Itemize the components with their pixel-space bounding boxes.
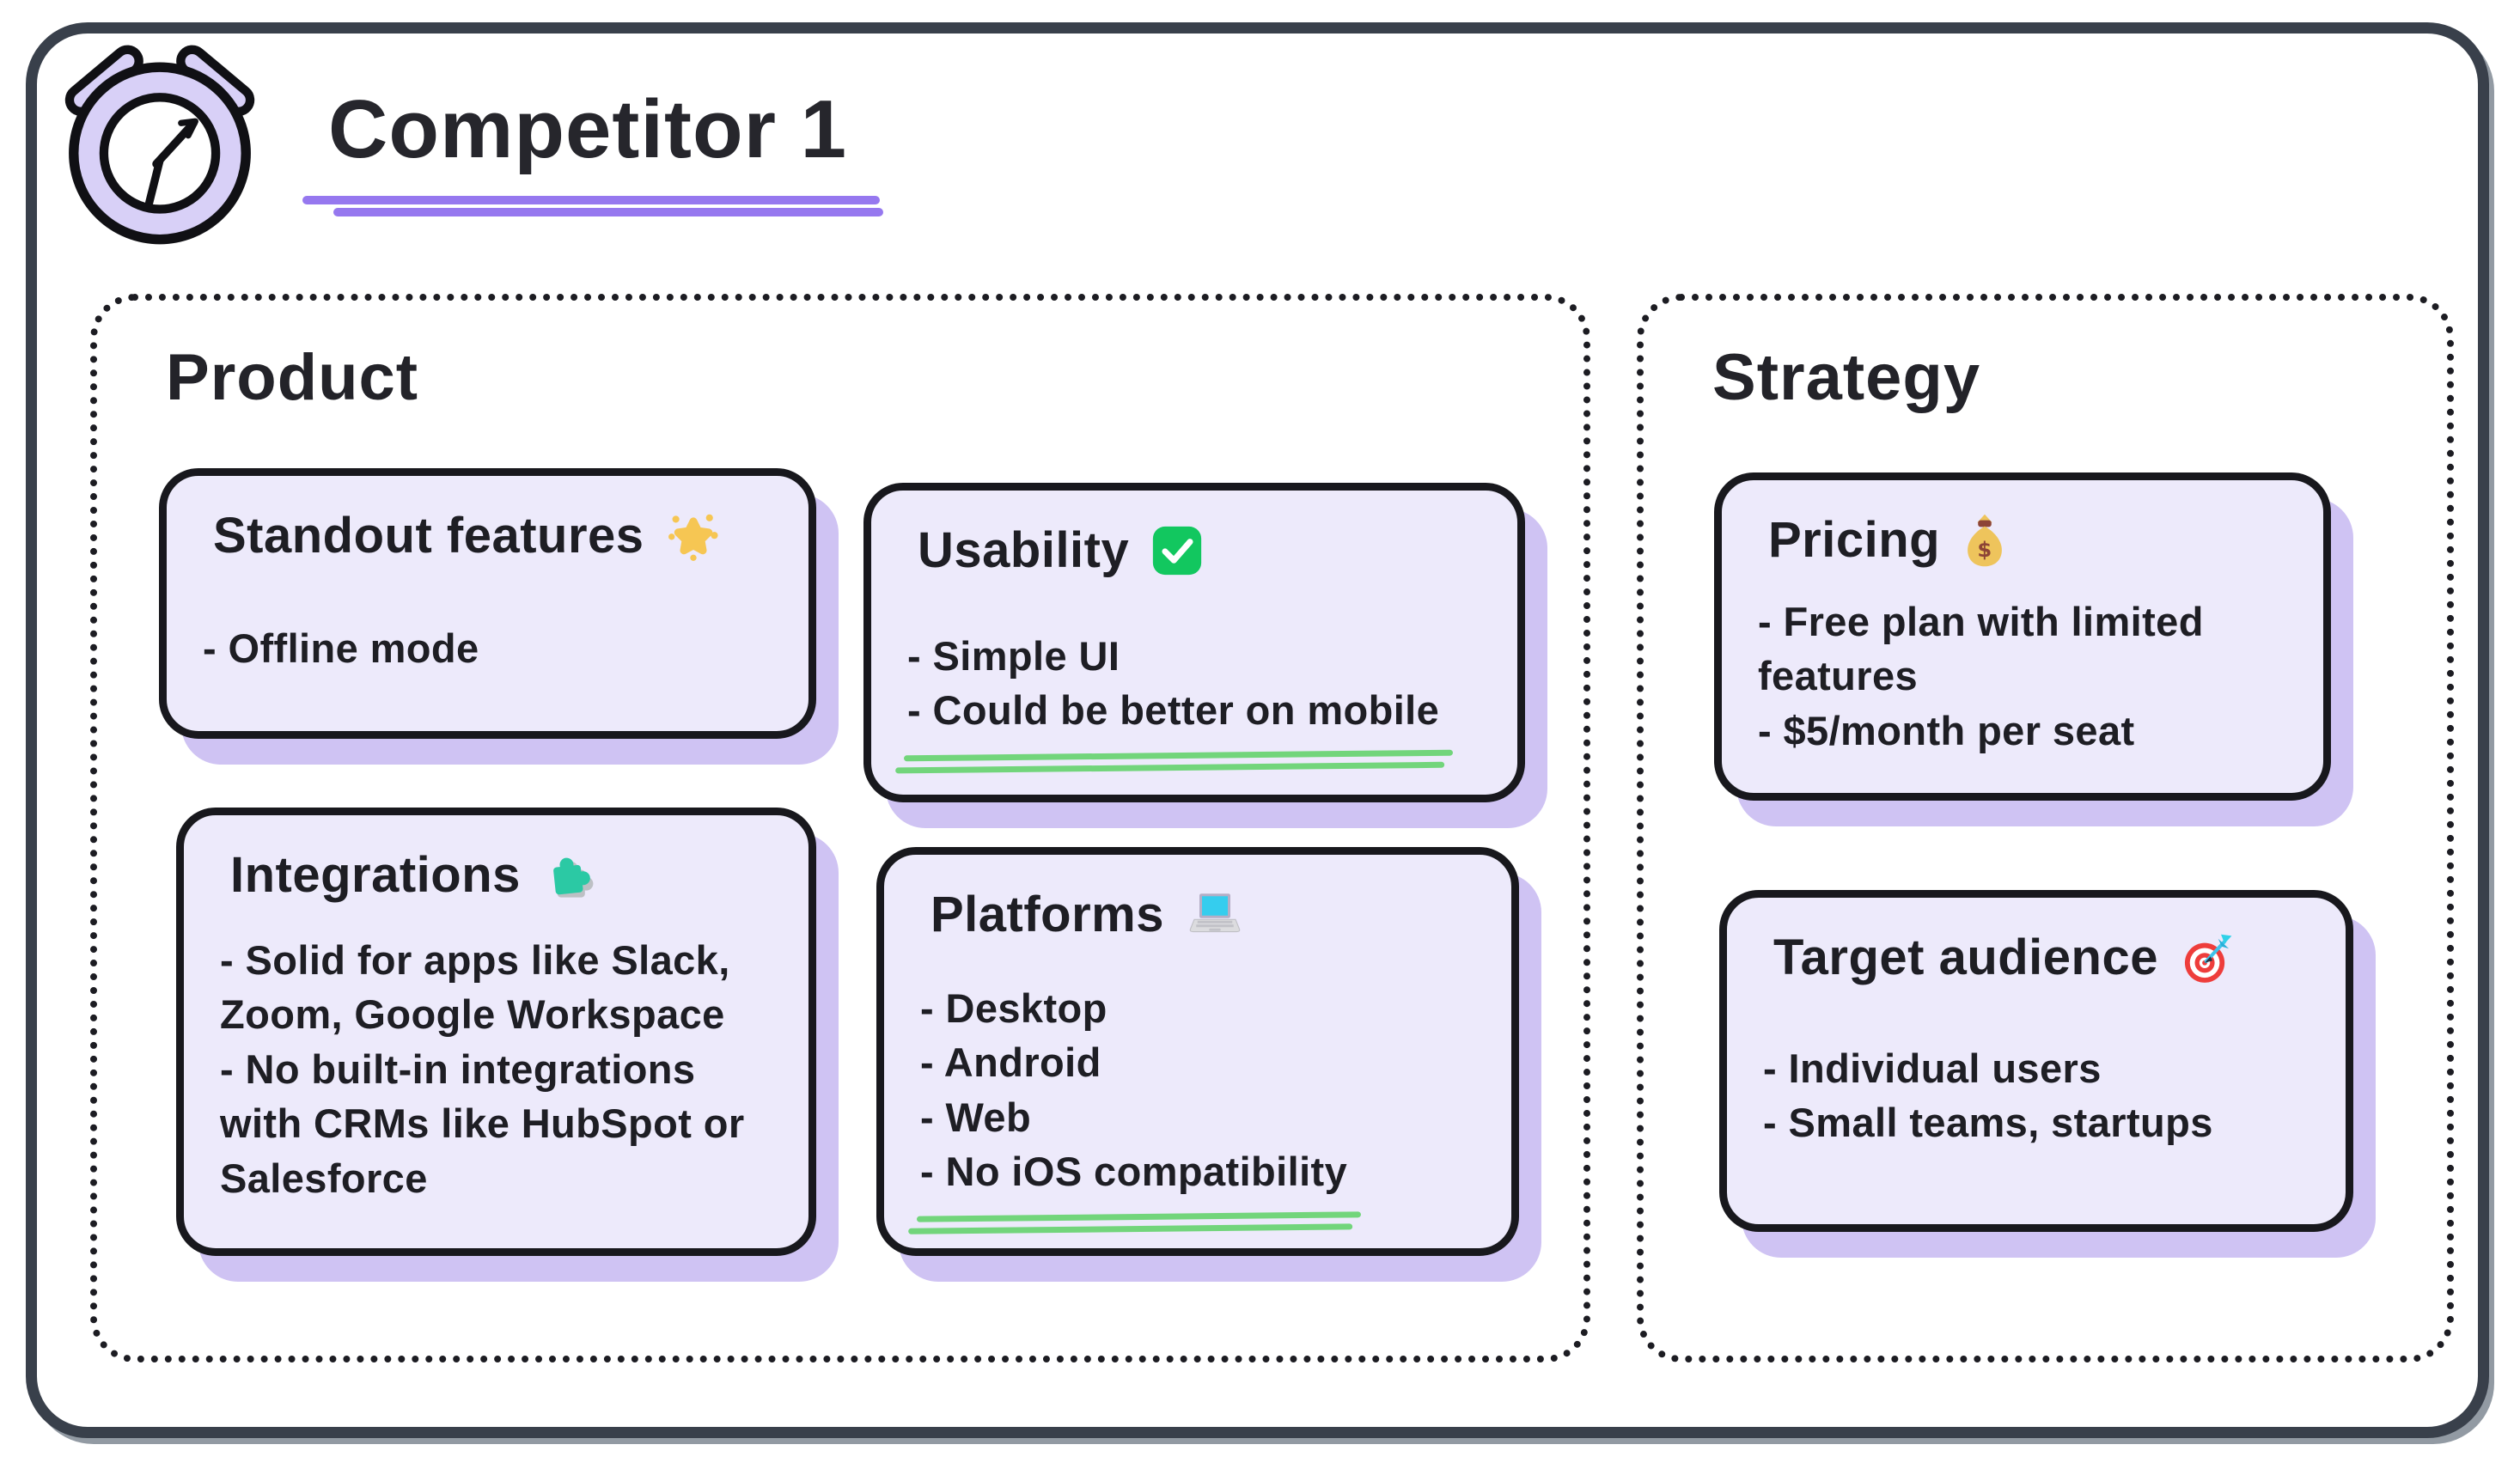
bullet-line: - Web [920,1094,1032,1140]
strategy-section-heading[interactable]: Strategy [1712,341,1981,414]
card-target-audience[interactable]: Target audience - Individual users - Sma… [1719,890,2353,1232]
bullet-line-underlined: - No iOS compatibility [920,1144,1347,1198]
bullet-line: - $5/month per seat [1758,707,2135,753]
product-section[interactable]: Product Standout features - Offline mode… [90,294,1590,1362]
check-mark-icon [1153,526,1202,575]
laptop-icon [1189,893,1241,932]
product-section-heading[interactable]: Product [166,341,419,414]
bullet-line: - Offline mode [203,625,479,671]
bullet-line: - Desktop [920,985,1107,1031]
card-title-text: Standout features [213,508,644,564]
money-bag-icon: $ [1968,514,2003,566]
title-underline-accent [302,196,883,222]
bullet-line: - Small teams, startups [1763,1100,2213,1146]
alarm-clock-icon [53,36,266,249]
bullet-line: - Free plan with limited features [1758,599,2204,699]
card-usability[interactable]: Usability - Simple UI - Could be better … [863,483,1525,802]
card-title-text: Integrations [230,847,521,903]
puzzle-piece-icon [553,857,594,898]
card-title-text: Target audience [1773,930,2158,985]
strategy-section[interactable]: Strategy Pricing $ - Free plan with limi… [1637,294,2454,1362]
card-integrations[interactable]: Integrations - Solid for apps like Slack… [176,808,816,1256]
card-platforms[interactable]: Platforms - Desktop - Android - Web - No… [876,847,1519,1256]
bullet-line: - Android [920,1039,1101,1086]
bullet-line: - Individual users [1763,1045,2102,1091]
card-title-text: Pricing [1768,512,1941,568]
bullet-line-underlined: - Could be better on mobile [907,683,1439,737]
card-pricing[interactable]: Pricing $ - Free plan with limited featu… [1714,472,2331,801]
bullet-line: - Solid for apps like Slack, Zoom, Googl… [220,937,730,1038]
card-title-text: Platforms [931,887,1165,942]
bullet-line: - Simple UI [907,633,1120,679]
target-icon [2184,934,2232,983]
bullet-line: - No built-in integrations with CRMs lik… [220,1045,745,1201]
card-standout-features[interactable]: Standout features - Offline mode [159,468,816,739]
card-title-text: Usability [918,522,1130,578]
board-title[interactable]: Competitor 1 [328,83,848,175]
alarm-clock-icon [64,45,255,245]
glowing-star-icon [668,514,718,561]
svg-text:$: $ [1977,538,1992,562]
